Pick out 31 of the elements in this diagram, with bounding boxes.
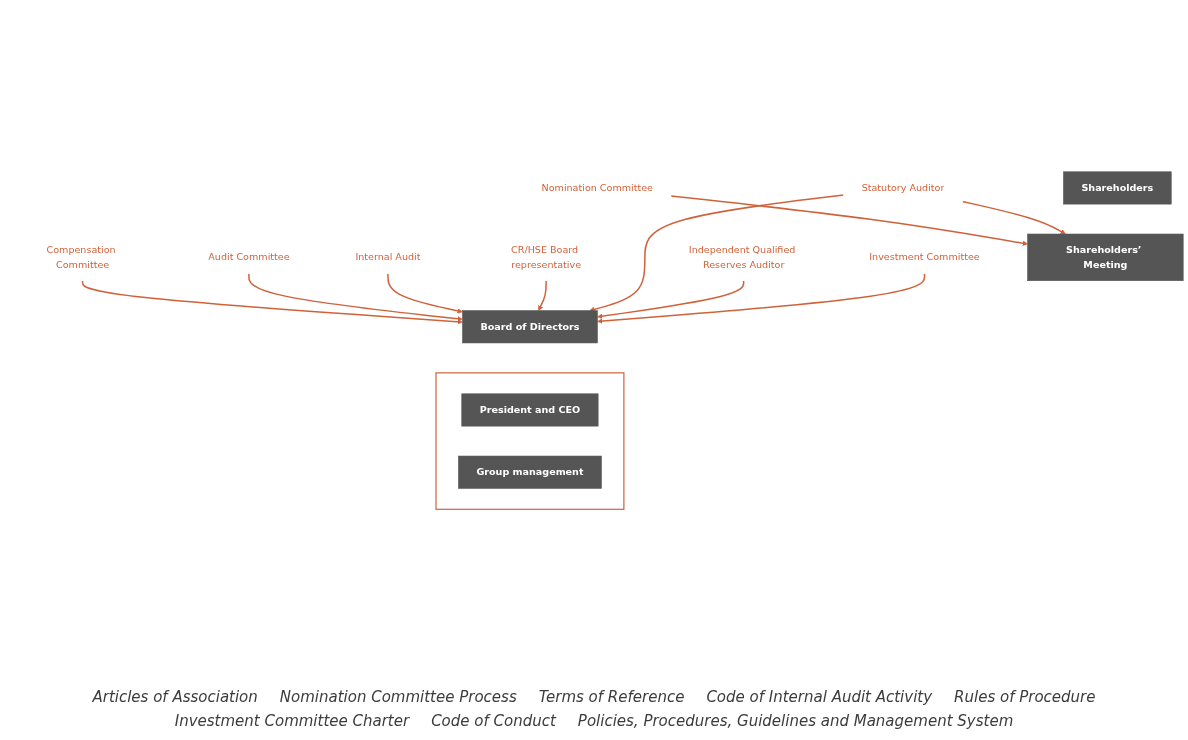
node-box: President and CEO: [461, 393, 599, 427]
note-text: Policies, Procedures, Guidelines and Management System: [577, 712, 1014, 730]
arrow: [597, 280, 745, 320]
node-text: Compensation Committee: [46, 244, 116, 271]
note-text: Code of Internal Audit Activity: [706, 688, 933, 706]
arrow: [81, 280, 463, 325]
arrow: [248, 273, 463, 322]
note-text: Rules of Procedure: [954, 688, 1096, 706]
arrow: [597, 273, 926, 325]
node-text: Nomination Committee: [541, 182, 654, 194]
note-text: Articles of Association: [92, 688, 258, 706]
node-text: Independent Qualified Reserves Auditor: [688, 244, 796, 271]
note-text: Investment Committee Charter: [174, 712, 410, 730]
note-text: Nomination Committee Process: [279, 688, 517, 706]
note-text: Terms of Reference: [538, 688, 685, 706]
arrow: [538, 280, 547, 312]
arrow: [961, 201, 1066, 235]
node-box: Board of Directors: [462, 310, 598, 344]
node-text: CR/HSE Board representative: [511, 244, 582, 271]
arrow: [670, 195, 1028, 247]
arrow: [589, 194, 845, 313]
node-text: Investment Committee: [869, 251, 980, 264]
node-box: Shareholders: [1063, 171, 1172, 205]
node-box: Group management: [458, 456, 602, 490]
node-text: Statutory Auditor: [861, 182, 945, 194]
arrow: [387, 273, 463, 314]
cluster: [435, 372, 625, 511]
note-text: Code of Conduct: [431, 712, 556, 730]
node-text: Internal Audit: [355, 251, 421, 264]
node-text: Audit Committee: [208, 251, 290, 264]
node-box: Shareholders’ Meeting: [1027, 234, 1184, 282]
